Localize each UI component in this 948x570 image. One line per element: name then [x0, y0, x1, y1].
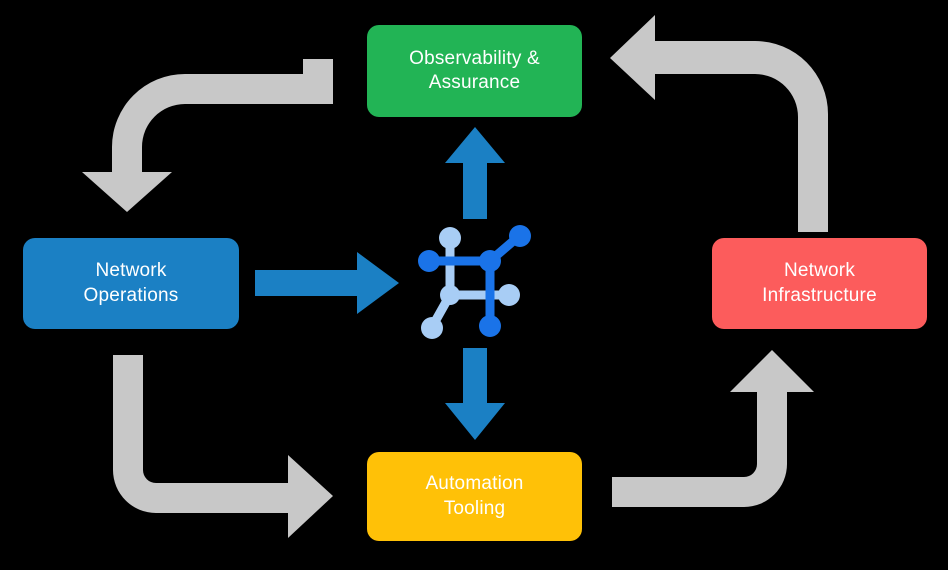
- node-network-operations[interactable]: Network Operations: [23, 238, 239, 329]
- elbow-arrow-observability-to-operations: [82, 59, 333, 212]
- node-network-infrastructure[interactable]: Network Infrastructure: [712, 238, 927, 329]
- network-topology-icon: [418, 225, 531, 339]
- node-automation-tooling[interactable]: Automation Tooling: [367, 452, 582, 541]
- arrow-center-to-automation: [445, 348, 505, 440]
- arrow-center-to-observability: [445, 127, 505, 219]
- arrow-operations-to-center: [255, 252, 399, 314]
- elbow-arrow-operations-to-automation: [113, 355, 333, 538]
- elbow-arrow-infrastructure-to-observability: [610, 15, 828, 232]
- elbow-arrow-automation-to-infrastructure: [612, 350, 814, 507]
- node-observability-assurance[interactable]: Observability & Assurance: [367, 25, 582, 117]
